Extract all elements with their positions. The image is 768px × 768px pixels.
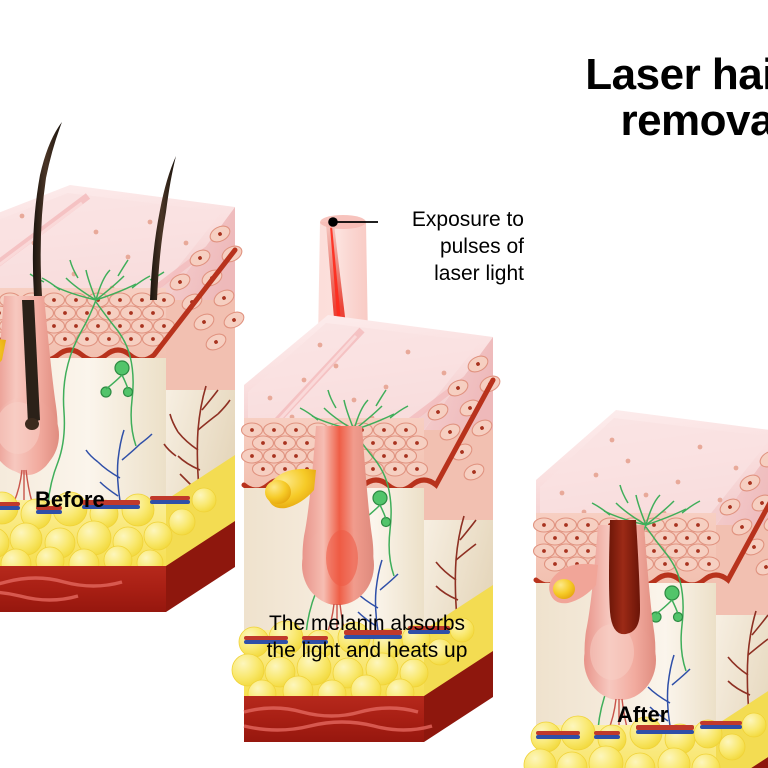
- capillary-bars-after: [536, 721, 742, 739]
- leader-dot: [328, 217, 338, 227]
- sebaceous-gland-before: [0, 339, 6, 363]
- follicle-cavity: [609, 520, 640, 635]
- muscle-strands-during: [243, 706, 433, 732]
- panel-after: [523, 410, 768, 768]
- skin-pores-after: [559, 437, 739, 516]
- blood-vessels-after: [727, 610, 768, 726]
- skin-top-surface-before: [0, 185, 235, 303]
- capillary-network-after: [647, 654, 691, 738]
- skin-top-surface-after: [536, 410, 768, 525]
- skin-top-surface-during: [244, 315, 493, 433]
- sebaceous-gland-after: [549, 563, 598, 604]
- hair-follicle-heated: [302, 426, 374, 638]
- label-before: Before: [35, 487, 105, 512]
- panel-during: [231, 215, 504, 742]
- hair-follicle-empty: [584, 520, 656, 733]
- capillary-bars-during: [244, 626, 450, 644]
- skin-pores-during: [267, 342, 447, 421]
- exposure-leader-line: [328, 217, 378, 227]
- nerve-fibers-before: [29, 259, 165, 505]
- muscle-layer-during: [243, 651, 493, 742]
- title-line-1: Laser hai: [585, 50, 768, 99]
- hypodermis-fat-after: [523, 691, 768, 768]
- muscle-layer-before: [0, 521, 235, 612]
- hair-shafts-before: [22, 122, 176, 430]
- blood-vessels-before: [163, 385, 231, 501]
- capillary-network-before: [85, 429, 153, 513]
- label-exposure: Exposure to pulses of laser light: [411, 208, 524, 285]
- hypodermis-fat-before: [0, 455, 235, 580]
- fat-globules-before: [0, 487, 217, 580]
- blood-vessels-during: [435, 515, 477, 631]
- title-line-2: remova: [620, 96, 768, 146]
- panel-before: [0, 122, 248, 612]
- sebaceous-gland-during: [265, 468, 316, 509]
- label-melanin: The melanin absorbs the light and heats …: [266, 612, 468, 663]
- capillary-bars-before: [0, 496, 190, 514]
- muscle-strands-before: [0, 576, 123, 602]
- label-after: After: [617, 702, 669, 727]
